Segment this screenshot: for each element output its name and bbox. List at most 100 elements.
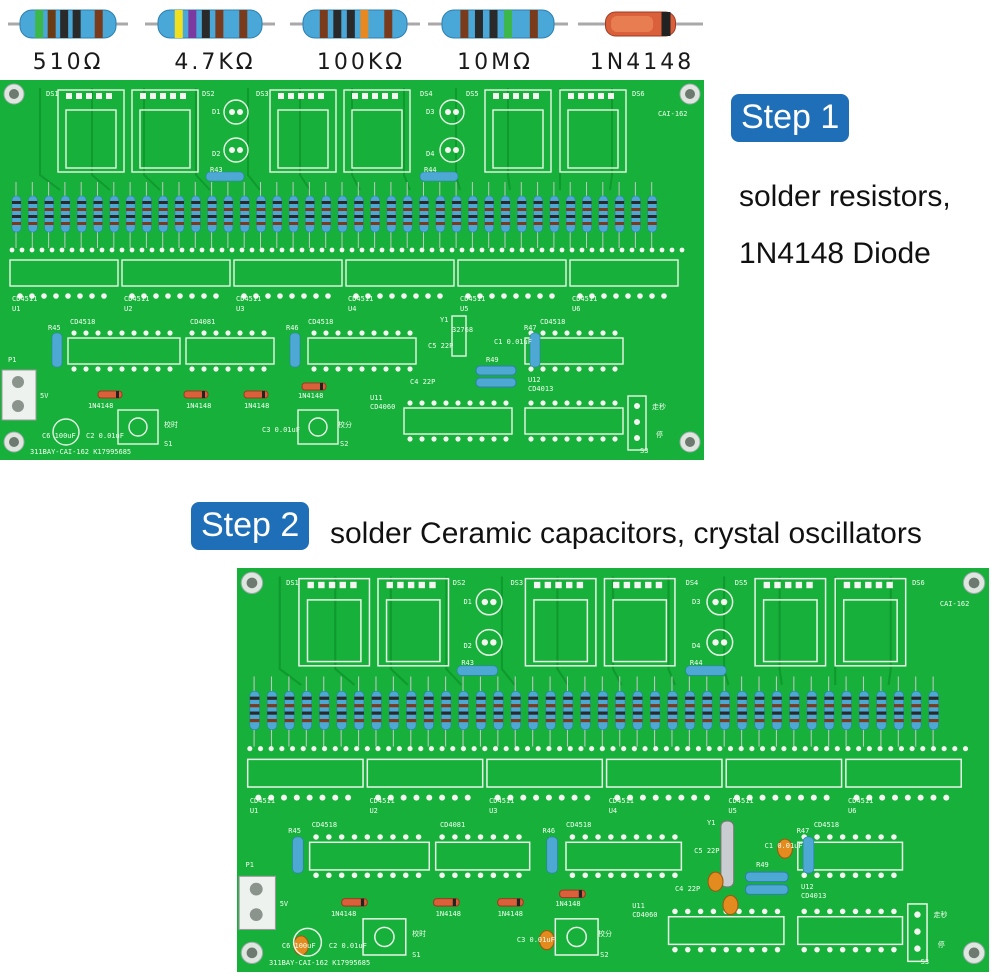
display-pad — [140, 93, 146, 99]
via-pad — [343, 746, 349, 752]
via-pad — [69, 247, 75, 253]
resistor-band — [386, 215, 396, 218]
resistor-band — [72, 10, 81, 38]
led-label: D4 — [426, 150, 435, 158]
step1-line2: 1N4148 Diode — [739, 237, 931, 270]
led-outline — [439, 99, 465, 125]
chip-pad — [552, 400, 558, 406]
diode — [433, 898, 460, 907]
switch-button — [128, 417, 148, 437]
chip-pad — [576, 366, 582, 372]
via-pad — [514, 746, 520, 752]
resistor-510-image — [8, 0, 128, 48]
chip-pad — [684, 946, 691, 953]
chip-pad — [400, 794, 407, 801]
resistor-band — [319, 718, 330, 723]
led-label: D4 — [692, 642, 701, 651]
chip-pad — [588, 400, 594, 406]
resistor-band — [256, 208, 266, 211]
chip-pad — [364, 834, 371, 840]
chip-u-label: U3 — [489, 807, 498, 816]
display-pad — [352, 93, 358, 99]
resistor-band — [484, 201, 494, 204]
display-outline — [131, 89, 199, 173]
resistor-band — [338, 208, 347, 211]
via-pad — [279, 746, 285, 752]
resistor-band — [354, 222, 364, 225]
chip-pad — [213, 366, 219, 372]
chip-pad — [661, 293, 667, 299]
display-pad — [566, 581, 573, 589]
resistor-band — [267, 711, 277, 715]
chip-pad — [600, 330, 606, 336]
chip-pad — [814, 908, 820, 915]
display-pad — [608, 93, 614, 99]
chip-pad — [383, 330, 389, 336]
chip-pad — [415, 872, 422, 879]
chip-pad — [569, 834, 576, 840]
display-label: DS2 — [452, 578, 466, 587]
resistor-band — [386, 222, 396, 225]
resistor-band — [582, 215, 592, 218]
chip-pad — [83, 330, 89, 336]
resistor-band — [452, 215, 462, 218]
chip-pad — [659, 834, 665, 840]
copper-trace — [143, 88, 161, 191]
resistor-band — [319, 711, 330, 715]
switch-outline — [297, 409, 339, 445]
resistor-band — [772, 696, 782, 700]
pcb-artwork — [238, 571, 986, 965]
chip-pad — [588, 330, 594, 336]
silkscreen-label: U12 — [801, 882, 814, 891]
resistor-band — [435, 215, 445, 218]
resistor-band — [305, 222, 315, 225]
resistor-band — [754, 718, 765, 723]
led-outline — [223, 137, 249, 163]
switch-button — [566, 926, 588, 948]
chip-pad — [516, 834, 522, 840]
resistor-band — [528, 696, 539, 700]
chip-pad — [801, 872, 807, 879]
resistor-band — [824, 718, 835, 723]
resistor-band — [44, 215, 54, 218]
chip-pad — [402, 834, 409, 840]
chip-pad — [866, 794, 873, 801]
chip-pad — [119, 330, 125, 336]
resistor-band — [441, 696, 451, 700]
chip-pad — [943, 794, 950, 801]
via-pad — [631, 746, 637, 752]
via-pad — [289, 247, 295, 253]
chip-outline — [434, 841, 531, 871]
chip-pad — [528, 400, 534, 406]
silkscreen-label: 5V — [279, 899, 289, 908]
mount-hole-center — [968, 577, 980, 589]
resistor-band — [272, 222, 282, 225]
via-pad — [429, 247, 435, 253]
chip-pad — [637, 293, 643, 299]
diode-label: 1N4148 — [186, 402, 212, 410]
resistor-band — [201, 10, 210, 38]
diode-band — [202, 391, 205, 398]
resistor-band — [406, 718, 417, 723]
via-pad — [409, 247, 415, 253]
resistor-band — [615, 696, 626, 700]
resistor-band — [47, 10, 56, 38]
display-inner — [351, 109, 403, 169]
resistor-band — [289, 201, 299, 204]
led-outline — [706, 588, 734, 616]
mount-hole-center — [9, 437, 19, 447]
resistor-band — [772, 704, 782, 708]
chip-pad — [513, 293, 519, 299]
led-label: D1 — [463, 597, 472, 606]
switch-button — [308, 417, 328, 437]
resistor-band — [598, 201, 608, 204]
resistor-horizontal — [419, 171, 459, 182]
resistor-band — [615, 201, 625, 204]
ceramic-capacitor — [707, 871, 724, 892]
resistor-band — [354, 201, 364, 204]
chip-pad — [930, 794, 937, 801]
chip-pad — [852, 946, 859, 953]
chip-pad — [387, 794, 394, 801]
silkscreen-label: 停 — [937, 941, 945, 950]
via-pad — [419, 247, 425, 253]
